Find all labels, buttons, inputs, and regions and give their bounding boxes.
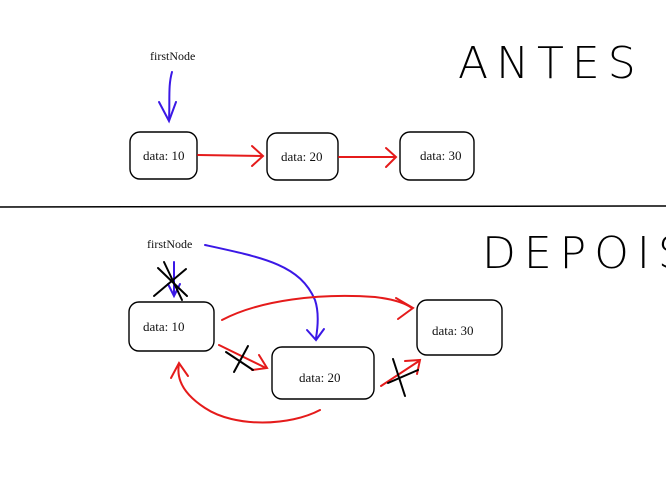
after-node-10: data: 10 xyxy=(128,301,215,352)
before-firstnode-label: firstNode xyxy=(150,49,195,63)
after-old-link-10-to-20-cross xyxy=(225,345,254,373)
before-link-2-to-3 xyxy=(338,147,398,168)
before-section: ANTES firstNode data: 10 data: 20 data: … xyxy=(129,38,644,181)
before-link-1-to-2 xyxy=(197,145,265,167)
after-new-firstnode-arrow xyxy=(204,244,325,342)
after-old-pointer-cross xyxy=(153,261,188,301)
section-divider xyxy=(0,205,666,208)
before-heading: ANTES xyxy=(458,38,644,89)
after-heading: DEPOIS xyxy=(482,228,666,279)
before-node-1-label: data: 10 xyxy=(143,148,185,163)
after-node-20: data: 20 xyxy=(271,346,375,400)
after-old-link-10-to-20 xyxy=(218,344,269,371)
before-node-3: data: 30 xyxy=(399,131,475,181)
after-firstnode-label: firstNode xyxy=(147,237,192,251)
before-node-2-label: data: 20 xyxy=(281,149,323,164)
after-section: DEPOIS firstNode data: 10 data: 20 xyxy=(128,228,666,424)
before-firstnode-arrow xyxy=(158,71,177,124)
after-node-30: data: 30 xyxy=(416,299,503,356)
before-node-2: data: 20 xyxy=(266,132,339,181)
after-node-10-label: data: 10 xyxy=(143,319,185,334)
after-link-10-to-30 xyxy=(221,294,415,321)
after-node-30-label: data: 30 xyxy=(432,323,474,338)
after-link-20-to-10 xyxy=(170,361,321,424)
before-node-1: data: 10 xyxy=(129,131,198,180)
after-old-link-20-to-30-cross xyxy=(387,358,419,397)
after-node-20-label: data: 20 xyxy=(299,370,341,385)
before-node-3-label: data: 30 xyxy=(420,148,462,163)
